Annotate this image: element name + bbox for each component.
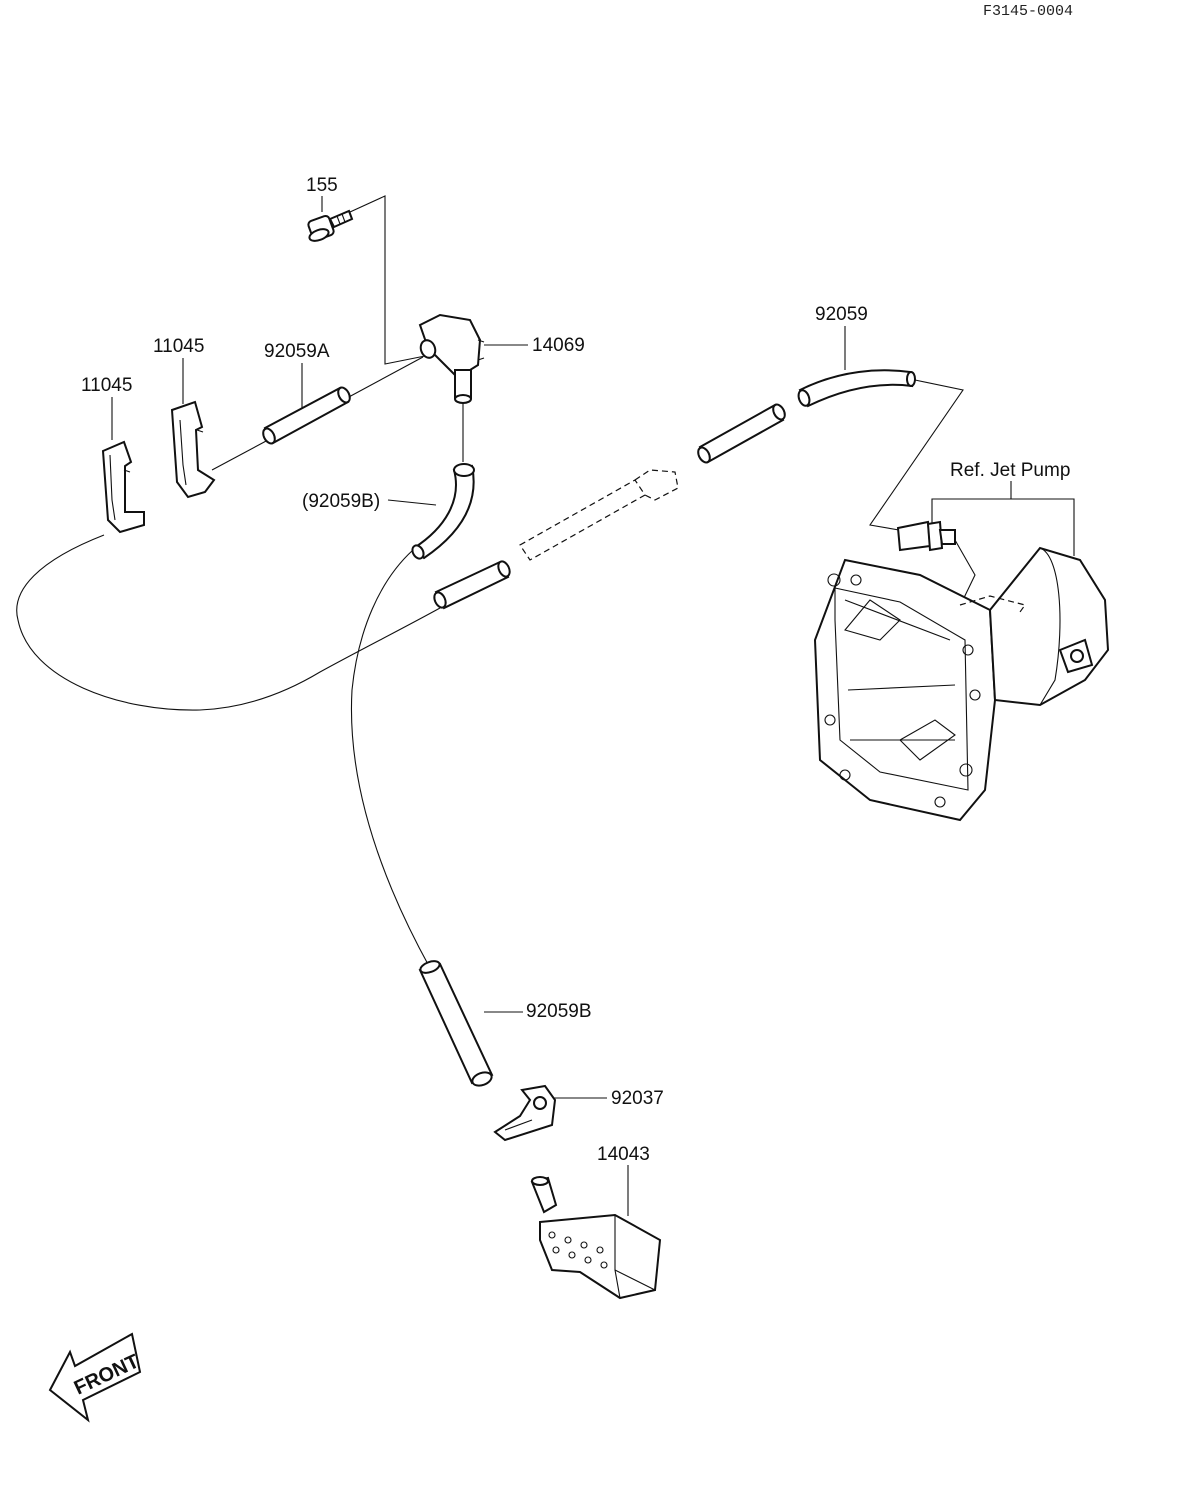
bolt-155 (307, 209, 354, 242)
diagram-code: F3145-0004 (983, 3, 1073, 20)
label-14069: 14069 (532, 335, 585, 356)
hose-92059 (797, 369, 916, 408)
jet-pump-housing (813, 546, 1110, 822)
routing-lines (16, 195, 976, 969)
label-11045-left: 11045 (81, 375, 132, 396)
filter-14043 (530, 1176, 662, 1300)
label-ref-jet-pump: Ref. Jet Pump (950, 460, 1070, 481)
label-92059b-ref: (92059B) (302, 491, 380, 512)
label-92059b: 92059B (526, 1001, 592, 1022)
label-11045-mid: 11045 (153, 336, 204, 357)
bracket-92037 (493, 1084, 557, 1142)
hose-92059a (262, 386, 351, 445)
front-arrow: FRONT (48, 1332, 143, 1423)
label-92059a: 92059A (264, 341, 330, 362)
hose-segment-upper (697, 403, 786, 464)
label-92059: 92059 (815, 304, 868, 325)
elbow-14069 (418, 313, 485, 404)
hose-segment-lower (433, 560, 511, 610)
hose-segment-dashed (519, 469, 679, 561)
hose-92059b (418, 960, 494, 1087)
label-155: 155 (306, 175, 338, 196)
jet-pump-fitting (896, 520, 956, 552)
clamp-11045-mid (170, 400, 216, 499)
clamp-11045-left (101, 440, 145, 534)
leader-lines (111, 196, 1075, 1216)
label-14043: 14043 (597, 1144, 650, 1165)
label-92037: 92037 (611, 1088, 664, 1109)
hose-92059b-upper (411, 463, 475, 560)
